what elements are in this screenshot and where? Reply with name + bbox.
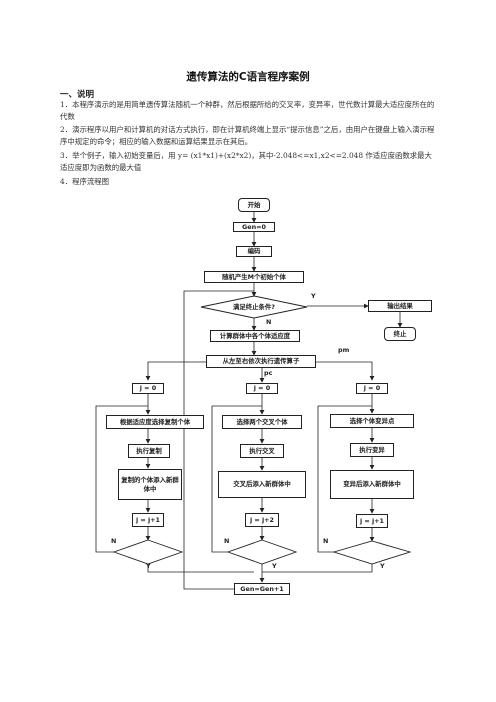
operators-node: 从左至右依次执行遗传算子 (206, 355, 316, 368)
left-copy-node: 执行复制 (128, 444, 170, 458)
yes-label-left: Y (146, 562, 151, 570)
yes-label-mid: Y (272, 562, 277, 570)
gen-inc-node: Gen=Gen+1 (234, 583, 290, 595)
no-label-cond: N (266, 318, 272, 326)
left-inc-node: j = j+1 (132, 513, 164, 527)
paragraph-1: 1．本程序演示的是用简单遗传算法随机一个种群，然后根据所给的交叉率，变异率，世代… (60, 100, 435, 121)
pc-label: pc (264, 369, 273, 377)
mid-init-node: j = 0 (246, 383, 278, 394)
encode-node: 编码 (236, 246, 272, 257)
right-select-node: 选择个体变异点 (330, 414, 414, 428)
page-title: 遗传算法的C语言程序案例 (186, 71, 310, 83)
fitness-node: 计算群体中各个体适应度 (210, 330, 300, 342)
init-population-node: 随机产生M个初始个体 (204, 271, 304, 283)
mid-inc-node: j = j+2 (245, 513, 279, 527)
mid-add-node: 交叉后添入新群体中 (218, 471, 306, 498)
no-label-mid: N (224, 537, 230, 545)
left-select-node: 根据适应度选择复制个体 (106, 415, 204, 429)
paragraph-4: 4．程序流程图 (60, 177, 110, 186)
start-node: 开始 (238, 198, 270, 212)
left-init-node: j = 0 (132, 383, 164, 394)
yes-label-right: Y (380, 562, 385, 570)
yes-label-cond: Y (311, 292, 316, 300)
paragraph-3: 3．举个例子，输入初始变量后，用 y= (x1*x1)+(x2*x2)，其中-2… (60, 151, 432, 172)
paragraph-2: 2．演示程序以用户和计算机的对话方式执行，即在计算机终端上显示“提示信息”之后，… (60, 125, 435, 146)
output-node: 输出结果 (368, 300, 432, 312)
gen-zero-node: Gen=0 (233, 222, 275, 232)
mid-select-node: 选择两个交叉个体 (222, 415, 302, 429)
right-add-node: 变异后添入新群体中 (330, 470, 414, 499)
end-node: 终止 (384, 327, 416, 341)
no-label-left: N (111, 537, 117, 545)
no-label-right: N (323, 537, 329, 545)
left-add-node: 复制的个体添入新群体中 (118, 469, 182, 500)
right-init-node: j = 0 (356, 383, 388, 394)
right-inc-node: j = j+1 (356, 514, 388, 528)
right-mutate-node: 执行变异 (350, 443, 394, 457)
mid-cross-node: 执行交叉 (240, 444, 284, 458)
section-heading: 一、说明 (60, 90, 95, 100)
condition-label: 满足终止条件? (232, 303, 276, 311)
pm-label: pm (338, 346, 350, 354)
